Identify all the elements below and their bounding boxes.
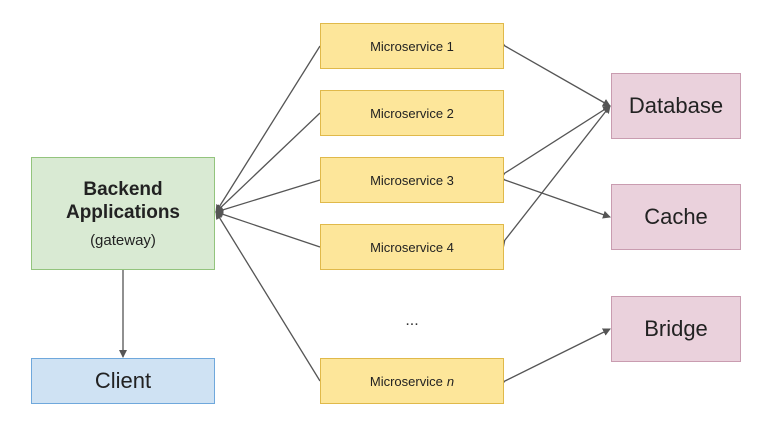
client-label: Client (94, 368, 152, 393)
gateway-box: Backend Applications (gateway) (31, 157, 215, 270)
gateway-title-line2: Applications (65, 202, 180, 223)
edge-msn-gateway (215, 211, 321, 382)
edge-msn-bridge (496, 328, 611, 388)
microservice-n-suffix: n (446, 373, 455, 389)
gateway-title-line1: Backend (83, 179, 163, 200)
cache-label: Cache (644, 204, 708, 229)
edge-ms3-gateway (215, 179, 321, 214)
edge-ms1-database (496, 39, 611, 107)
microservice-label: Microservice 2 (370, 105, 454, 121)
gateway-subtitle: (gateway) (90, 232, 156, 249)
microservice-2-box: Microservice 2 (320, 90, 504, 136)
microservice-label: Microservice 1 (370, 38, 454, 54)
database-box: Database (611, 73, 741, 139)
edge-ms4-database (497, 105, 611, 248)
client-box: Client (31, 358, 215, 404)
more-microservices-ellipsis: ... (405, 312, 419, 329)
edge-ms4-gateway (215, 210, 321, 248)
edge-ms1-gateway (215, 45, 321, 213)
microservice-label: Microservice 3 (370, 172, 454, 188)
database-label: Database (628, 93, 724, 118)
microservice-3-box: Microservice 3 (320, 157, 504, 203)
edge-ms3-cache (497, 173, 611, 219)
microservice-label: Microservice 4 (370, 239, 454, 255)
microservice-4-box: Microservice 4 (320, 224, 504, 270)
microservice-1-box: Microservice 1 (320, 23, 504, 69)
bridge-box: Bridge (611, 296, 741, 362)
cache-box: Cache (611, 184, 741, 250)
edge-ms3-database (496, 105, 611, 181)
bridge-label: Bridge (644, 316, 708, 341)
edge-ms2-gateway (215, 112, 321, 213)
microservice-label: Microservice (369, 373, 443, 389)
